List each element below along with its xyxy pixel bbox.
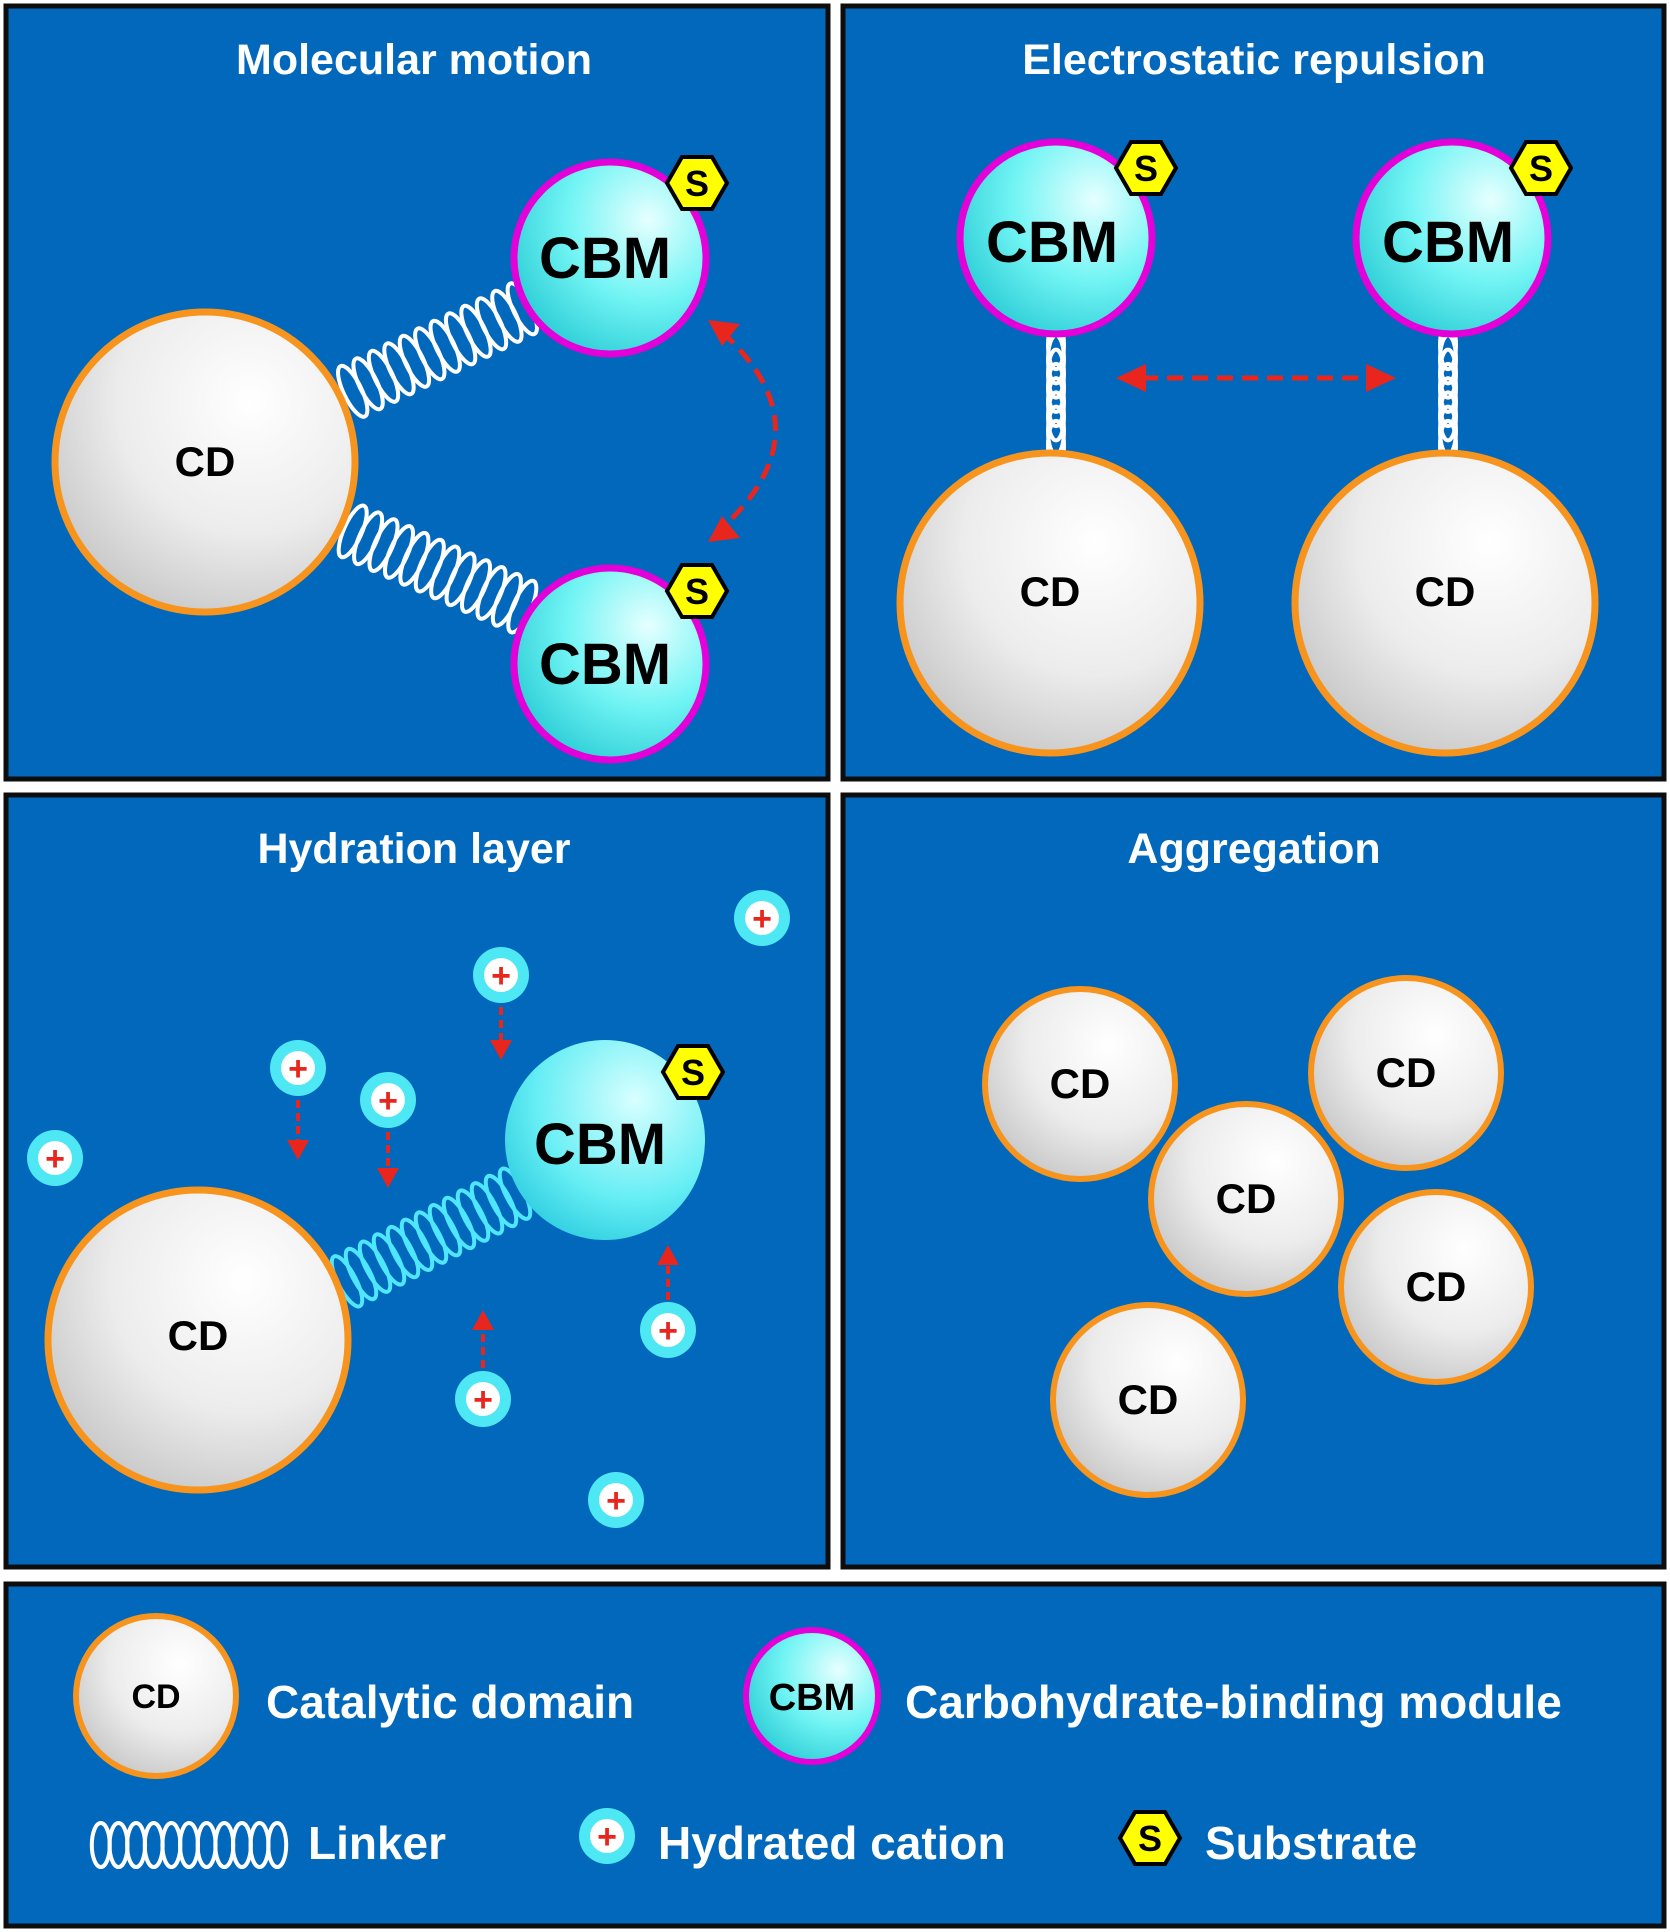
motion-arrow [708,320,778,542]
hydrated-cation-icon: + [734,890,790,946]
svg-text:+: + [473,1381,493,1419]
cbm-module: CBM [510,564,710,764]
cbm-module: CBM [956,138,1156,338]
cd-domain: CD [1050,1302,1246,1498]
attraction-arrow [490,1007,512,1060]
svg-text:S: S [1529,148,1553,189]
hydrated-cation-icon: + [455,1371,511,1427]
legend-hydrated-cation-icon: + [579,1808,635,1864]
svg-text:+: + [378,1082,398,1120]
svg-text:S: S [681,1052,705,1093]
substrate-icon: S [664,563,730,619]
title-molecular-motion: Molecular motion [236,36,592,84]
hydrated-cation-icon: + [588,1472,644,1528]
substrate-icon: S [1508,140,1574,196]
svg-text:S: S [685,571,709,612]
cd-domain: CD [1291,449,1599,757]
title-aggregation: Aggregation [1127,825,1380,873]
substrate-icon: S [1113,140,1179,196]
coil-loop [357,1239,393,1294]
legend-cd-icon: CD [73,1613,239,1779]
substrate-icon: S [664,155,730,211]
title-hydration-layer: Hydration layer [257,825,570,873]
svg-text:CD: CD [1376,1049,1437,1096]
attraction-arrow [472,1310,494,1368]
svg-text:CBM: CBM [1382,210,1514,275]
legend-substrate-icon: S [1117,1810,1183,1866]
svg-text:+: + [45,1140,65,1178]
legend-label-substrate: Substrate [1205,1817,1417,1869]
linker-legend-icon [89,1821,289,1869]
svg-text:CD: CD [1050,1060,1111,1107]
legend-label-cbm: Carbohydrate-binding module [905,1676,1562,1728]
cd-domain: CD [1148,1101,1344,1297]
cbm-module: CBM [510,158,710,358]
svg-text:CD: CD [175,438,236,485]
substrate-icon: S [660,1044,726,1100]
svg-text:CD: CD [1118,1376,1179,1423]
svg-text:CD: CD [131,1678,180,1716]
svg-text:CBM: CBM [986,210,1118,275]
repulsion-arrow [1116,364,1396,392]
attraction-arrow [377,1132,399,1188]
coil-loop [455,1188,491,1243]
svg-text:+: + [752,900,772,938]
linker-coil [336,281,539,419]
hydrated-cation-icon: + [27,1130,83,1186]
svg-text:S: S [1138,1818,1162,1859]
svg-text:+: + [658,1312,678,1350]
attraction-arrow [657,1245,679,1300]
svg-text:CBM: CBM [539,632,671,697]
linker-coil [1046,319,1066,471]
coil-loop [469,1181,505,1236]
svg-text:+: + [288,1050,308,1088]
coil-loop [427,1203,463,1258]
coil-loop [385,1224,421,1280]
attraction-arrow [287,1100,309,1160]
hydrated-cation-icon: + [640,1302,696,1358]
coil-loop [413,1210,449,1265]
cbm-module: CBM [1352,138,1552,338]
coil-loop [483,1173,519,1229]
svg-text:CBM: CBM [539,226,671,291]
cd-domain: CD [44,1186,352,1494]
linker-coil [1438,319,1458,471]
svg-text:CD: CD [1020,568,1081,615]
svg-text:CD: CD [1216,1175,1277,1222]
svg-text:CBM: CBM [534,1112,666,1177]
coil-loop [371,1232,407,1287]
legend-label-linker: Linker [308,1817,446,1869]
svg-text:+: + [606,1482,626,1520]
cbm-module-hydrated: CBM [505,1040,705,1240]
hydrated-cation-icon: + [360,1072,416,1128]
svg-text:CD: CD [1406,1263,1467,1310]
cd-domain: CD [982,986,1178,1182]
svg-text:+: + [491,957,511,995]
title-electrostatic-repulsion: Electrostatic repulsion [1022,36,1486,84]
coil-loop [266,1821,289,1869]
svg-text:S: S [685,163,709,204]
cd-domain: CD [896,449,1204,757]
legend-cbm-icon: CBM [743,1627,881,1765]
cd-domain: CD [1308,975,1504,1171]
linker-coil [336,503,539,635]
legend-label-hydrated-cation: Hydrated cation [658,1817,1006,1869]
hydrated-cation-icon: + [473,947,529,1003]
coil-loop [343,1246,379,1302]
coil-loop [399,1217,435,1272]
svg-text:CD: CD [1415,568,1476,615]
hydrated-cation-icon: + [270,1040,326,1096]
linker-coil [329,1166,533,1309]
svg-text:+: + [597,1818,617,1856]
legend-label-catalytic-domain: Catalytic domain [266,1676,634,1728]
svg-text:S: S [1134,148,1158,189]
svg-text:CBM: CBM [769,1677,856,1719]
coil-loop [441,1195,477,1251]
cd-domain: CD [1338,1189,1534,1385]
cd-domain: CD [51,308,359,616]
svg-text:CD: CD [168,1312,229,1359]
